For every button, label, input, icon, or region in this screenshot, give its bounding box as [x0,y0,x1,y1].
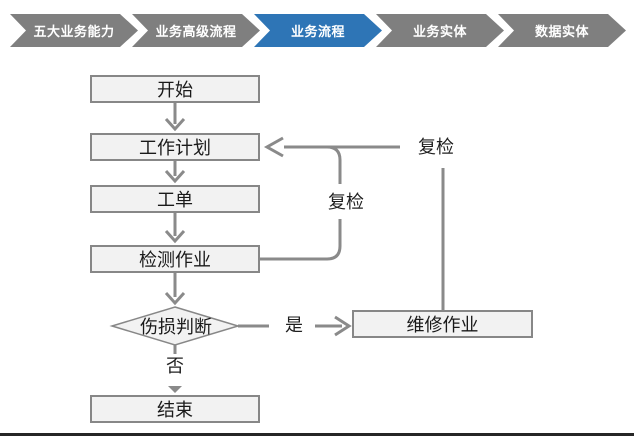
tab-label: 业务实体 [412,24,467,39]
tab-label: 数据实体 [534,24,589,39]
node-end: 结束 [90,395,260,423]
node-inspect: 检测作业 [90,245,260,273]
label-recheck-outer: 复检 [418,137,454,157]
tab-label: 业务流程 [290,24,345,39]
label-yes: 是 [285,315,303,335]
node-start: 开始 [90,75,260,103]
breadcrumb: 五大业务能力 业务高级流程 业务流程 业务实体 数据实体 [10,14,620,47]
arrowhead-down-icon [164,117,186,132]
arrowhead-down-icon [164,229,186,244]
node-repair: 维修作业 [352,310,533,338]
arrowhead-left-icon [263,136,284,158]
label-recheck-inner: 复检 [328,192,364,212]
arrowhead-small-down-icon [168,386,182,393]
connector-inspect-recheck-upper [326,145,342,184]
tab-business-capabilities[interactable]: 五大业务能力 [10,14,138,47]
node-order: 工单 [90,185,260,213]
tab-label: 业务高级流程 [155,24,237,39]
arrowhead-right-icon [334,315,352,337]
decision-diamond [109,306,241,346]
arrowhead-down-icon [164,291,186,306]
tab-business-entity[interactable]: 业务实体 [376,14,504,47]
tab-label: 五大业务能力 [33,24,115,39]
node-plan: 工作计划 [90,133,260,161]
label-no: 否 [166,356,184,376]
node-decision: 伤损判断 [140,317,212,337]
connector-inspect-recheck-lower [260,219,342,261]
tab-business-highlevel-process[interactable]: 业务高级流程 [132,14,260,47]
arrowhead-down-icon [164,169,186,184]
bottom-divider [0,433,634,436]
tab-business-process[interactable]: 业务流程 [254,14,382,47]
tab-data-entity[interactable]: 数据实体 [498,14,626,47]
